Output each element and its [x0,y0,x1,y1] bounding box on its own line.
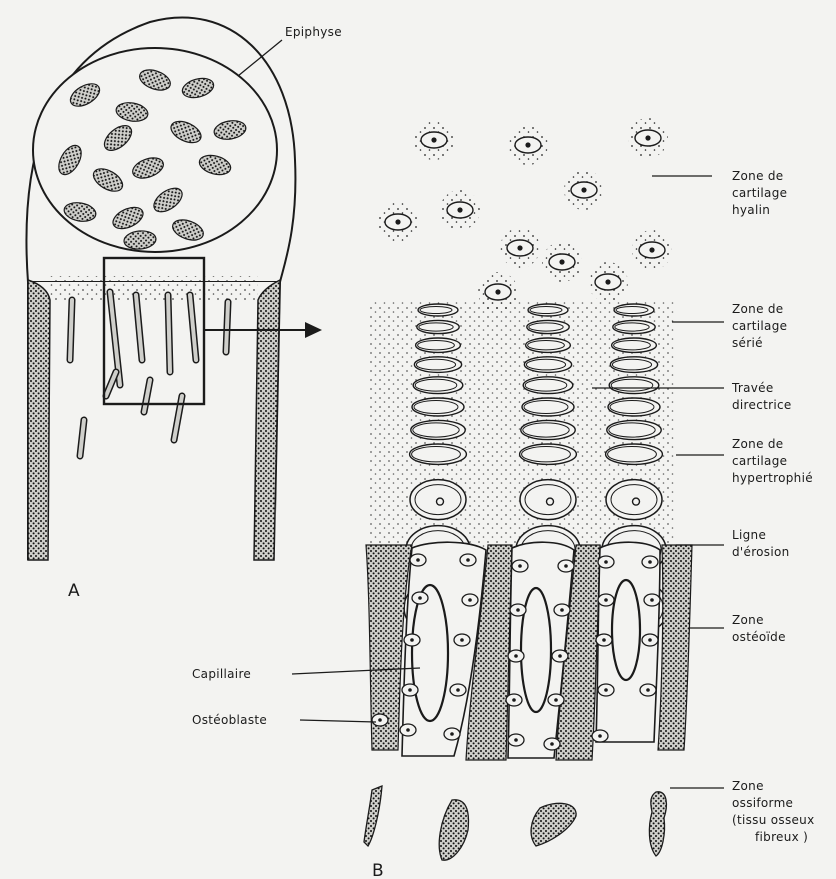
svg-text:(tissu osseux: (tissu osseux [732,813,814,827]
osteoblast-nucleus [406,728,410,732]
chondrocyte-nucleus [605,279,610,284]
svg-text:Ligne: Ligne [732,528,766,542]
svg-text:cartilage: cartilage [732,186,787,200]
osteoblast-nucleus [468,598,472,602]
osteoblast-nucleus [518,564,522,568]
chondrocyte-nucleus [457,207,462,212]
chondrocyte-nucleus [645,135,650,140]
svg-text:Travée: Travée [731,381,774,395]
osteoblast-nucleus [564,564,568,568]
zone-hyalin-label: Zone de cartilage hyalin [652,169,787,217]
svg-text:Zone de: Zone de [732,302,783,316]
osteoblast-nucleus [598,734,602,738]
epiphyse-leader [238,40,282,76]
svg-text:ossiforme: ossiforme [732,796,793,810]
svg-text:fibreux ): fibreux ) [755,830,808,844]
osteoblast-nucleus [514,654,518,658]
svg-text:Capillaire: Capillaire [192,667,251,681]
osteoblast-nucleus [560,608,564,612]
chondrocyte-nucleus [431,137,436,142]
svg-text:Zone de: Zone de [732,169,783,183]
ossiforme-label: Zone ossiforme (tissu osseux fibreux ) [670,779,814,844]
svg-text:sérié: sérié [732,336,763,350]
serial-chondrocyte [410,444,467,464]
svg-text:Ostéoblaste: Ostéoblaste [192,713,267,727]
osteoblast-nucleus [648,560,652,564]
svg-text:cartilage: cartilage [732,319,787,333]
serial-chondrocyte [520,444,577,464]
chondrocyte-nucleus [395,219,400,224]
chondrocyte-nucleus [559,259,564,264]
growth-plate [48,276,258,300]
ossiform-fragment-3 [531,803,576,846]
osteoblast-nucleus [466,558,470,562]
osteoblast-nucleus [450,732,454,736]
osteoblast-nucleus [460,638,464,642]
chondrocyte-nucleus [581,187,586,192]
trabecula-core [168,295,170,372]
osteoblast-nucleus [650,598,654,602]
zone-serie-label: Zone de cartilage sérié [672,302,787,350]
osteoblast-nucleus [514,738,518,742]
ossiform-fragment-4 [649,792,666,856]
trabecula-core [226,302,228,352]
osteoblast-nucleus [410,638,414,642]
ossiform-fragment-2 [439,800,468,860]
svg-text:Zone: Zone [732,613,764,627]
zoom-arrow-head [305,322,322,338]
osteoid-spicule-4 [658,545,692,750]
panel-b-hyaline-zone [378,118,672,312]
osteoide-label: Zone ostéoïde [690,613,786,644]
panel-a-bone [26,17,295,560]
cortex-left [28,280,50,560]
svg-text:Zone: Zone [732,779,764,793]
cortex-right [254,280,280,560]
osteoblast-nucleus [648,638,652,642]
trabecula-core [70,300,72,360]
svg-text:cartilage: cartilage [732,454,787,468]
osteoblast-nucleus [604,560,608,564]
osteoblast-nucleus [408,688,412,692]
serial-chondrocyte [606,444,663,464]
svg-text:directrice: directrice [732,398,792,412]
chondrocyte-nucleus [649,247,654,252]
zone-hypertrophie-label: Zone de cartilage hypertrophié [676,437,813,485]
epiphyse-label: Epiphyse [285,25,342,39]
osteoblast-nucleus [602,638,606,642]
osteoblast-nucleus [646,688,650,692]
erosion-label: Ligne d'érosion [676,528,790,559]
chondrocyte-nucleus [517,245,522,250]
osteoblast-nucleus [550,742,554,746]
osteoblast-nucleus [418,596,422,600]
osteoblast-nucleus [554,698,558,702]
svg-text:hyalin: hyalin [732,203,770,217]
svg-text:ostéoïde: ostéoïde [732,630,786,644]
osteoblast-nucleus [604,598,608,602]
ossiform-fragment-1 [364,786,382,846]
panel-a-caption: A [68,581,80,601]
osteoblast-nucleus [416,558,420,562]
osteoblast-nucleus [512,698,516,702]
osteoblast-nucleus [558,654,562,658]
osteoblast-nucleus [604,688,608,692]
svg-text:d'érosion: d'érosion [732,545,790,559]
osteoblast-nucleus [378,718,382,722]
panel-b-ossiform-zone [364,786,666,860]
osteoblaste-label: Ostéoblaste [192,713,376,727]
svg-text:Zone de: Zone de [732,437,783,451]
chondrocyte-nucleus [495,289,500,294]
svg-text:hypertrophié: hypertrophié [732,471,813,485]
panel-b-caption: B [372,861,384,879]
osteoblast-nucleus [456,688,460,692]
chondrocyte-nucleus [525,142,530,147]
osteoblast-nucleus [516,608,520,612]
